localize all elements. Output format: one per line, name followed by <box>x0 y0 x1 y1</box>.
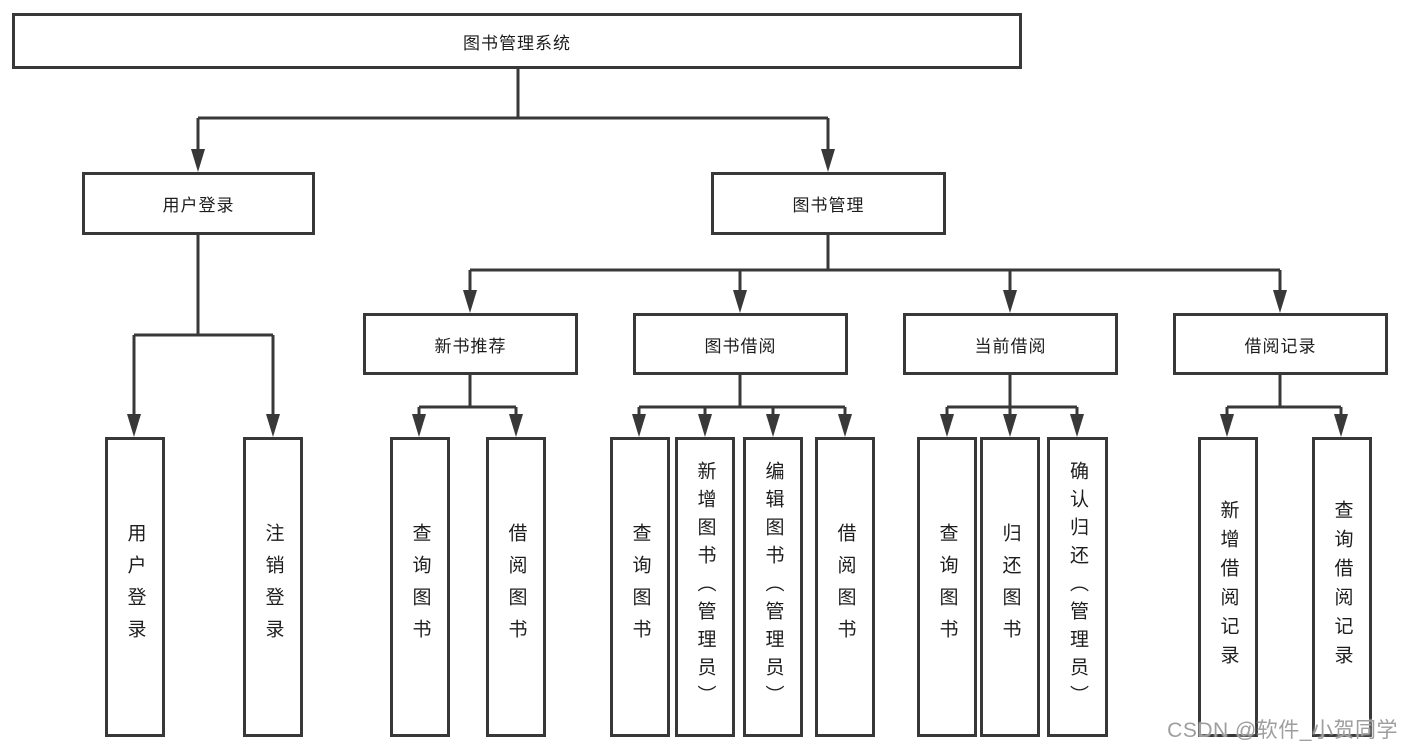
leaf-query-borrow-record: 查询借阅记录 <box>1312 437 1372 737</box>
edge-current-borrow-split <box>945 405 1079 416</box>
node-user-login: 用户登录 <box>82 172 315 235</box>
node-borrow-records: 借阅记录 <box>1173 313 1388 375</box>
arrow-icon <box>698 414 712 437</box>
leaf-borrow-books-recommend: 借阅图书 <box>486 437 546 737</box>
arrow-icon <box>838 414 852 437</box>
node-current-borrow: 当前借阅 <box>903 313 1118 375</box>
arrow-icon <box>463 290 477 313</box>
node-book-management: 图书管理 <box>711 172 946 235</box>
arrow-icon <box>1070 414 1084 437</box>
leaf-add-borrow-record: 新增借阅记录 <box>1198 437 1258 737</box>
node-new-book-recommend: 新书推荐 <box>363 313 578 375</box>
arrow-icon <box>266 414 280 437</box>
edge-user-login-branch <box>132 235 275 416</box>
leaf-borrow-books: 借阅图书 <box>815 437 875 737</box>
leaf-user-login: 用户登录 <box>105 437 165 737</box>
arrow-icon <box>1273 290 1287 313</box>
edge-new-book-split <box>417 405 518 416</box>
arrow-icon <box>191 149 205 172</box>
leaf-confirm-return-admin: 确认归还（管理员） <box>1047 437 1108 737</box>
leaf-query-books-current: 查询图书 <box>917 437 977 737</box>
arrow-icon <box>821 149 835 172</box>
leaf-edit-book-admin: 编辑图书（管理员） <box>743 437 803 737</box>
arrow-icon <box>632 414 646 437</box>
watermark-text: CSDN @软件_小贺同学 <box>1167 719 1398 742</box>
arrowheads <box>127 149 1348 437</box>
leaf-return-books: 归还图书 <box>980 437 1040 737</box>
arrow-icon <box>766 414 780 437</box>
node-book-management-system: 图书管理系统 <box>12 13 1022 69</box>
node-book-borrow: 图书借阅 <box>633 313 848 375</box>
edge-book-borrow-split <box>637 405 847 416</box>
arrow-icon <box>1334 414 1348 437</box>
leaf-query-books-borrow: 查询图书 <box>610 437 670 737</box>
edge-level2-stems <box>468 375 1282 407</box>
arrow-icon <box>940 414 954 437</box>
arrow-icon <box>733 290 747 313</box>
leaf-add-book-admin: 新增图书（管理员） <box>675 437 735 737</box>
arrow-icon <box>1003 414 1017 437</box>
edge-book-mgmt-branch <box>468 235 1282 292</box>
edge-borrow-record-split <box>1225 405 1343 416</box>
arrow-icon <box>509 414 523 437</box>
edge-root-stem <box>196 68 830 152</box>
leaf-query-books-recommend: 查询图书 <box>390 437 450 737</box>
leaf-logout: 注销登录 <box>243 437 303 737</box>
arrow-icon <box>1220 414 1234 437</box>
arrow-icon <box>1003 290 1017 313</box>
arrow-icon <box>127 414 141 437</box>
arrow-icon <box>412 414 426 437</box>
